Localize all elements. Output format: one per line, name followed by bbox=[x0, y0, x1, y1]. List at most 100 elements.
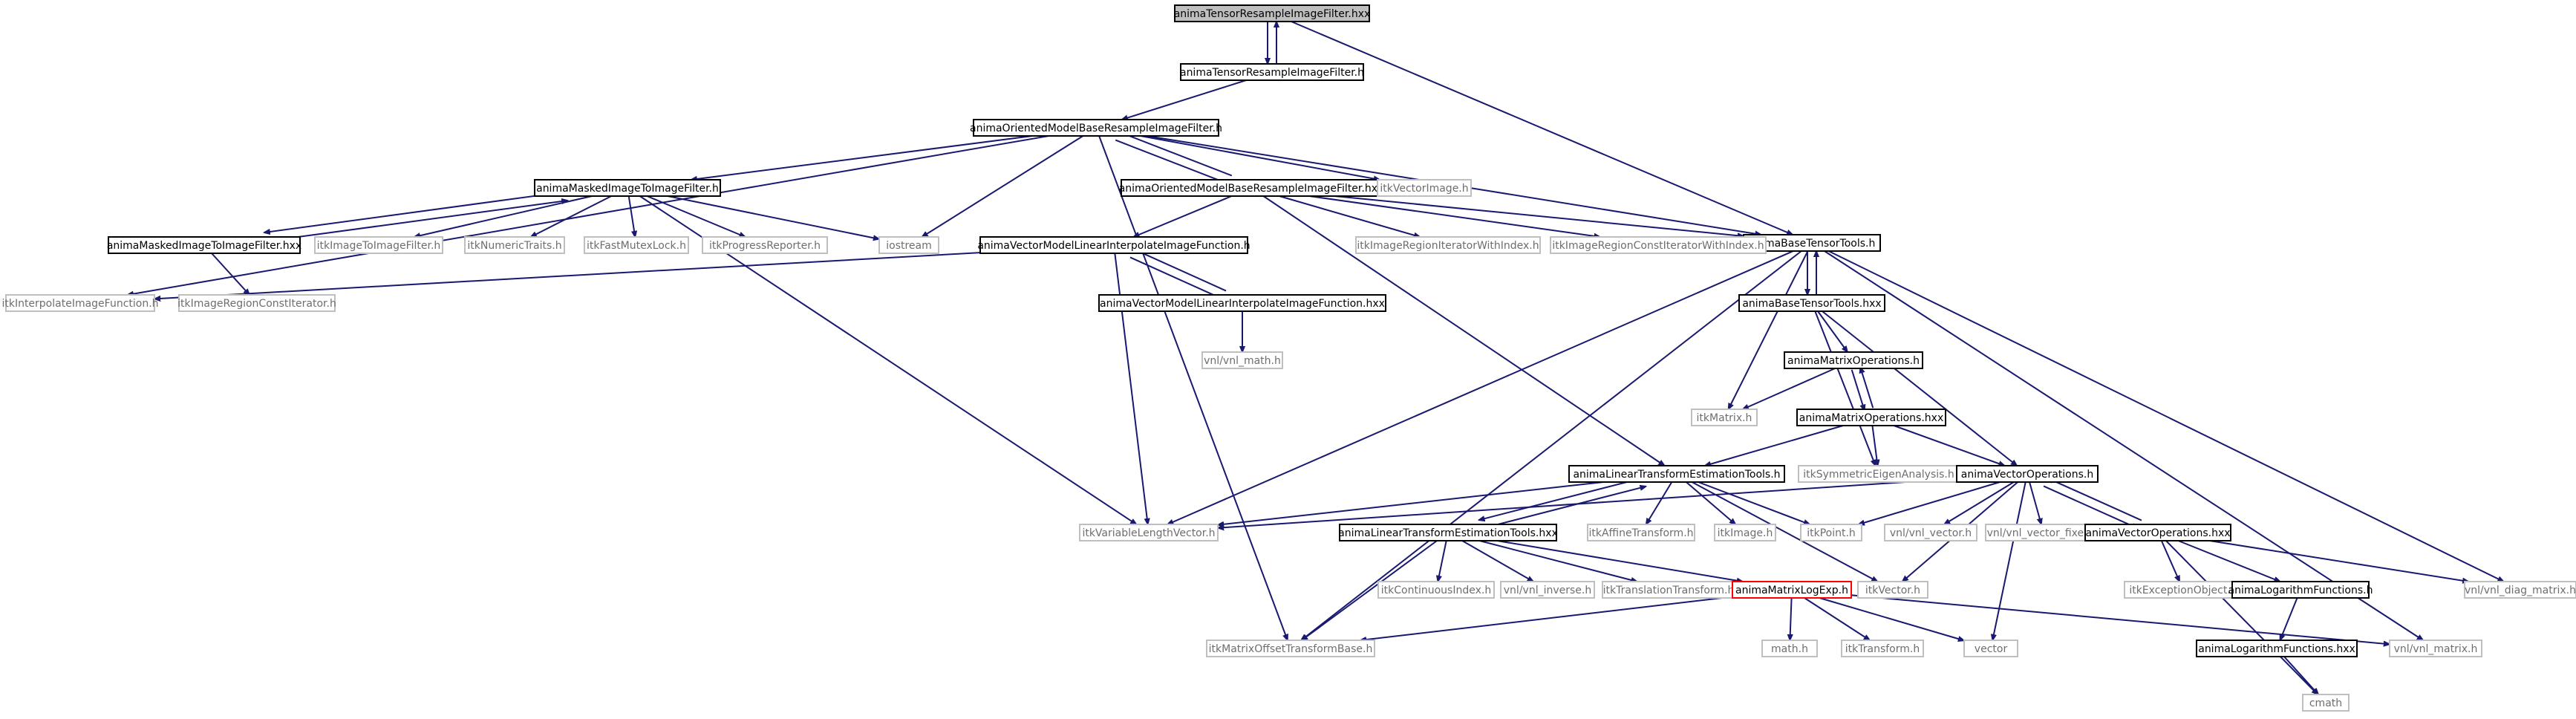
edge-n13-to-n16 bbox=[154, 252, 981, 299]
edge-n3-to-n27 bbox=[1167, 250, 1794, 525]
graph-node: vnl/vnl_matrix.h bbox=[2389, 640, 2482, 657]
node-box bbox=[584, 236, 689, 254]
graph-node[interactable]: animaLogarithmFunctions.hxx bbox=[2196, 640, 2358, 657]
edge-n2-to-n6 bbox=[1140, 135, 1380, 180]
node-label: animaLogarithmFunctions.hxx bbox=[2198, 643, 2355, 655]
graph-node[interactable]: animaVectorOperations.h bbox=[1956, 465, 2099, 483]
edge-n23-to-n21 bbox=[1860, 367, 1874, 409]
graph-node: itkPoint.h bbox=[1800, 524, 1862, 541]
node-label: animaLinearTransformEstimationTools.hxx bbox=[1338, 527, 1558, 539]
edge-n34-to-n42 bbox=[2209, 540, 2469, 582]
edge-n28-to-n43 bbox=[1302, 540, 1438, 640]
node-label: animaOrientedModelBaseResampleImageFilte… bbox=[970, 123, 1222, 134]
node-box bbox=[1761, 640, 1818, 657]
graph-node[interactable]: animaMatrixLogExp.h bbox=[1732, 581, 1852, 599]
graph-node[interactable]: animaLinearTransformEstimationTools.h bbox=[1568, 465, 1785, 483]
node-label: itkImageToImageFilter.h bbox=[317, 240, 441, 252]
node-box bbox=[1201, 351, 1283, 369]
node-label: itkPoint.h bbox=[1807, 527, 1856, 539]
graph-node: itkAffineTransform.h bbox=[1587, 524, 1695, 541]
graph-node[interactable]: animaVectorOperations.hxx bbox=[2084, 524, 2231, 541]
graph-node: itkImageRegionConstIteratorWithIndex.h bbox=[1550, 236, 1767, 254]
edge-n28-to-n37 bbox=[1479, 540, 1637, 582]
node-box bbox=[1857, 581, 1928, 599]
node-label: itkInterpolateImageFunction.h bbox=[1, 298, 158, 310]
node-box bbox=[178, 294, 336, 312]
edge-n4-to-n10 bbox=[627, 195, 636, 237]
graph-node[interactable]: animaOrientedModelBaseResampleImageFilte… bbox=[970, 119, 1222, 137]
edge-n25-to-n28 bbox=[1478, 477, 1644, 520]
node-label: itkNumericTraits.h bbox=[467, 240, 561, 252]
edge-n3-to-n22 bbox=[1729, 250, 1809, 409]
node-label: itkVectorImage.h bbox=[1380, 183, 1468, 195]
node-label: vnl/vnl_matrix.h bbox=[2394, 643, 2478, 655]
graph-node: vnl/vnl_vector.h bbox=[1884, 524, 1977, 541]
node-label: vector bbox=[1975, 643, 2008, 655]
graph-node[interactable]: animaMaskedImageToImageFilter.h bbox=[534, 179, 721, 197]
node-label: itkProgressReporter.h bbox=[709, 240, 821, 252]
graph-node: itkImageToImageFilter.h bbox=[314, 236, 443, 254]
graph-node: itkNumericTraits.h bbox=[464, 236, 565, 254]
edge-n38-to-n43 bbox=[1360, 596, 1733, 640]
node-label: itkExceptionObject.h bbox=[2129, 585, 2237, 596]
graph-node[interactable]: animaTensorResampleImageFilter.h bbox=[1180, 63, 1364, 81]
edge-n41-to-n47 bbox=[2279, 597, 2298, 640]
node-box bbox=[534, 179, 721, 197]
node-label: animaTensorResampleImageFilter.h bbox=[1180, 67, 1364, 79]
node-box bbox=[5, 294, 155, 312]
edge-n26-to-n31 bbox=[1859, 481, 2001, 524]
graph-node[interactable]: animaMatrixOperations.h bbox=[1784, 351, 1923, 369]
edge-n26-to-n34 bbox=[2043, 485, 2138, 530]
node-label: itkFastMutexLock.h bbox=[587, 240, 686, 252]
node-label: animaTensorResampleImageFilter.hxx bbox=[1174, 8, 1371, 20]
node-label: animaVectorModelLinearInterpolateImageFu… bbox=[1100, 298, 1385, 310]
edge-n23-to-n26 bbox=[1894, 425, 2004, 466]
graph-node: itkExceptionObject.h bbox=[2124, 581, 2243, 599]
edge-n23-to-n25 bbox=[1705, 425, 1844, 466]
edge-n34-to-n41 bbox=[2178, 540, 2280, 582]
edge-n26-to-n27 bbox=[1218, 478, 1957, 527]
node-box bbox=[973, 119, 1219, 137]
node-box bbox=[1339, 524, 1557, 541]
node-box bbox=[2389, 640, 2482, 657]
node-layer: animaTensorResampleImageFilter.hxx animaT… bbox=[1, 4, 2576, 712]
edge-n4-to-n11 bbox=[647, 195, 745, 238]
node-box bbox=[1732, 581, 1852, 599]
graph-node: itkImageRegionIteratorWithIndex.h bbox=[1355, 236, 1541, 254]
node-box bbox=[464, 236, 565, 254]
graph-node: vnl/vnl_inverse.h bbox=[1500, 581, 1595, 599]
graph-node[interactable]: animaMatrixOperations.hxx bbox=[1796, 409, 1946, 426]
graph-node: itkInterpolateImageFunction.h bbox=[1, 294, 159, 312]
node-box bbox=[1206, 640, 1375, 657]
edge-n23-to-n24 bbox=[1871, 425, 1877, 466]
edge-n28-to-n36 bbox=[1461, 540, 1533, 582]
edge-n21-to-n22 bbox=[1743, 368, 1836, 410]
edge-n18-to-n13 bbox=[1134, 248, 1227, 292]
graph-node: vnl/vnl_diag_matrix.h bbox=[2464, 581, 2576, 599]
graph-node[interactable]: animaOrientedModelBaseResampleImageFilte… bbox=[1119, 179, 1384, 197]
graph-node[interactable]: animaVectorModelLinearInterpolateImageFu… bbox=[1098, 294, 1386, 312]
node-label: animaBaseTensorTools.hxx bbox=[1742, 298, 1881, 310]
edge-n34-to-n49 bbox=[2165, 540, 2318, 694]
node-box bbox=[1796, 409, 1946, 426]
node-label: animaMaskedImageToImageFilter.hxx bbox=[107, 240, 301, 252]
graph-node[interactable]: animaTensorResampleImageFilter.hxx bbox=[1174, 4, 1371, 22]
edge-n2-to-n12 bbox=[922, 135, 1083, 237]
edge-n3-to-n43 bbox=[1301, 250, 1802, 640]
edge-n4-to-n7 bbox=[264, 191, 567, 232]
edge-n21-to-n23 bbox=[1851, 369, 1865, 411]
edge-n5-to-n15 bbox=[1309, 195, 1600, 237]
node-label: itkImageRegionConstIterator.h bbox=[177, 298, 336, 310]
graph-node[interactable]: animaBaseTensorTools.hxx bbox=[1738, 294, 1885, 312]
graph-node[interactable]: animaLogarithmFunctions.h bbox=[2228, 581, 2373, 599]
node-box bbox=[2084, 524, 2231, 541]
node-box bbox=[1800, 524, 1862, 541]
edge-n28-to-n38 bbox=[1496, 540, 1743, 582]
edge-n5-to-n13 bbox=[1133, 195, 1232, 238]
node-box bbox=[1963, 640, 2018, 657]
graph-node: itkImageRegionConstIterator.h bbox=[177, 294, 336, 312]
graph-node[interactable]: animaLinearTransformEstimationTools.hxx bbox=[1338, 524, 1558, 541]
graph-node[interactable]: animaMaskedImageToImageFilter.hxx bbox=[107, 236, 301, 254]
node-label: itkContinuousIndex.h bbox=[1381, 585, 1491, 596]
graph-node[interactable]: animaVectorModelLinearInterpolateImageFu… bbox=[977, 236, 1250, 254]
